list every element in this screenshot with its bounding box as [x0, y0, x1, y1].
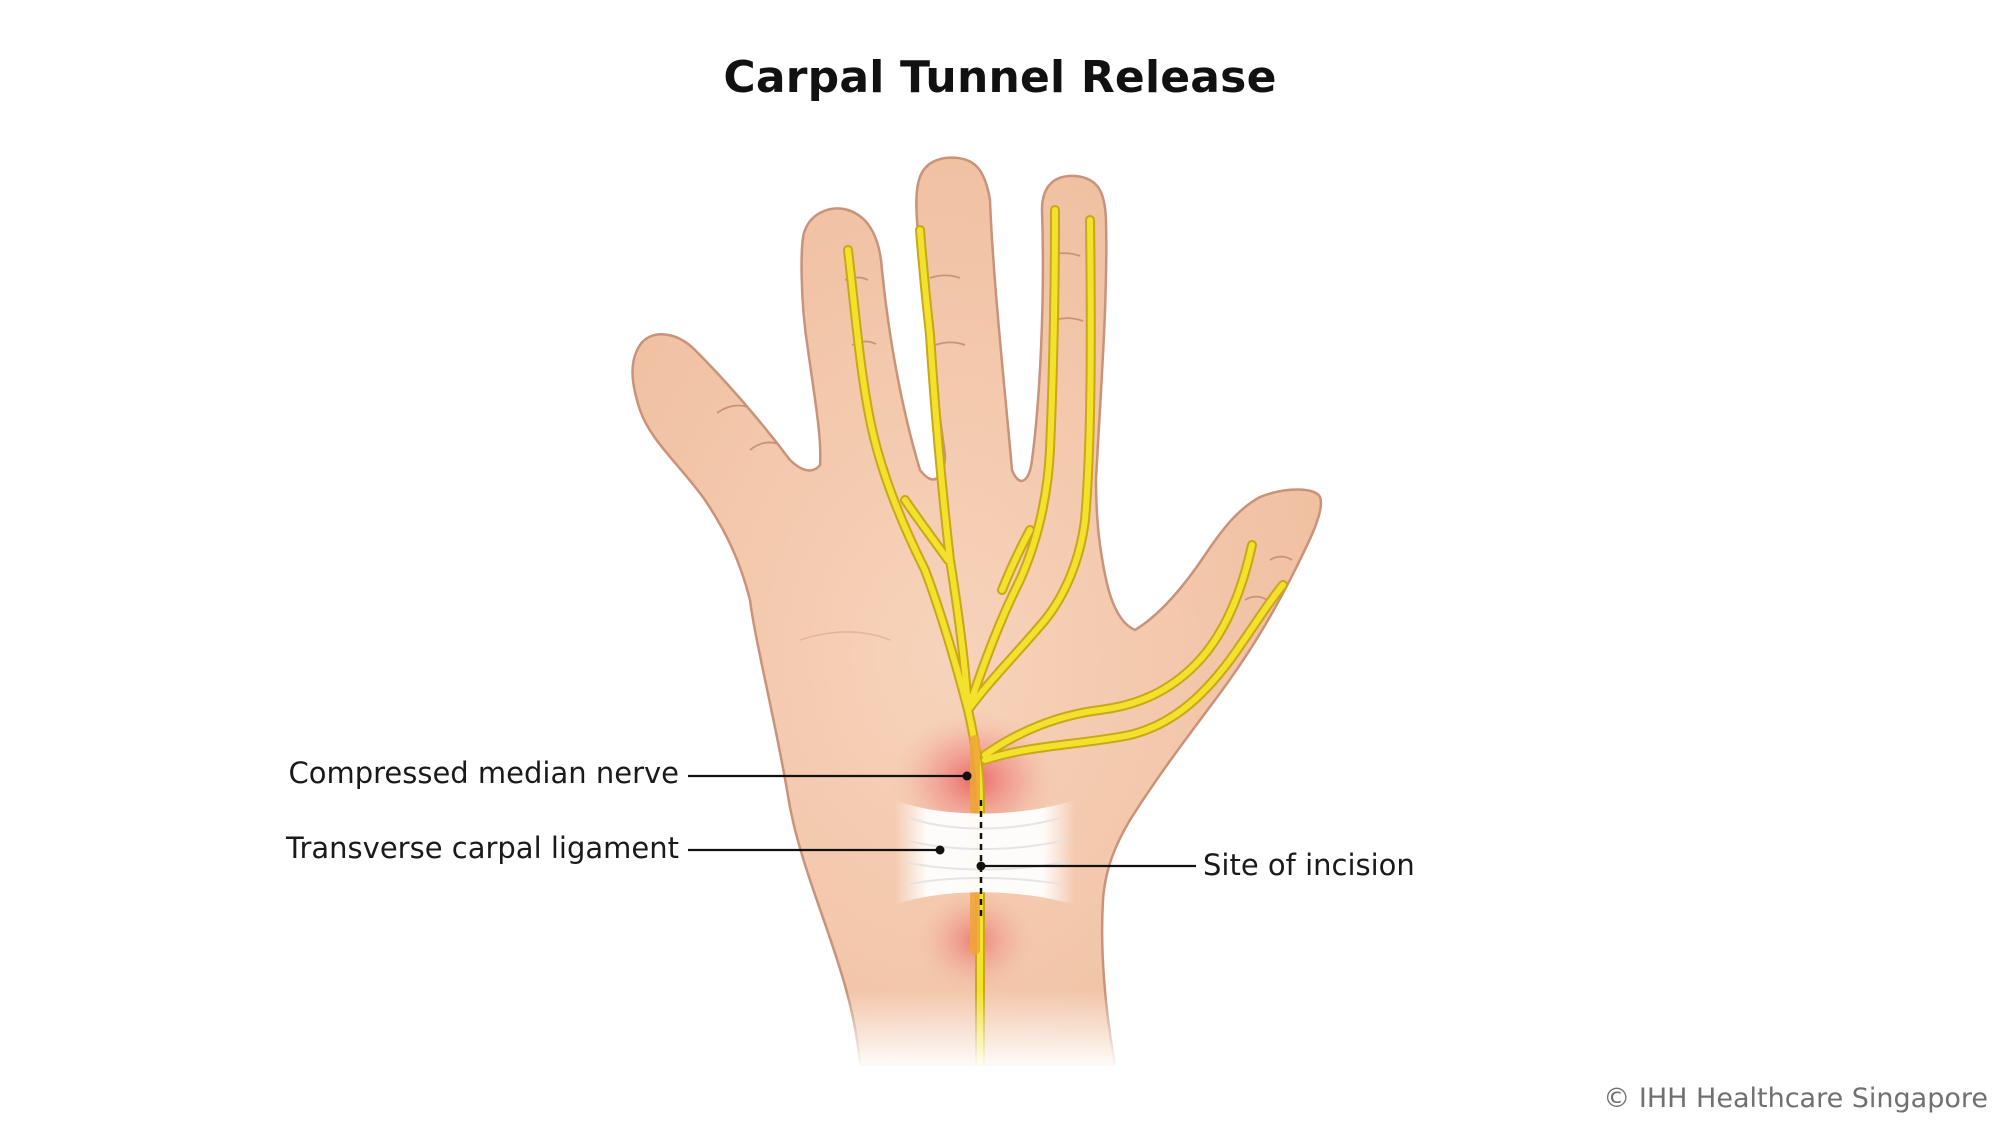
label-site-of-incision: Site of incision — [1203, 848, 1415, 882]
label-compressed-median-nerve: Compressed median nerve — [288, 756, 679, 790]
transverse-carpal-ligament — [895, 800, 1075, 905]
hand-shape — [631, 156, 1323, 1067]
leader-median-nerve — [688, 771, 972, 781]
wrist-fade — [800, 990, 1160, 1070]
diagram-title: Carpal Tunnel Release — [723, 52, 1277, 103]
leader-incision — [976, 861, 1196, 871]
leader-ligament — [688, 845, 945, 855]
label-transverse-carpal-ligament: Transverse carpal ligament — [286, 831, 679, 865]
median-nerve — [843, 205, 1288, 1067]
copyright-notice: © IHH Healthcare Singapore — [1603, 1083, 1988, 1114]
